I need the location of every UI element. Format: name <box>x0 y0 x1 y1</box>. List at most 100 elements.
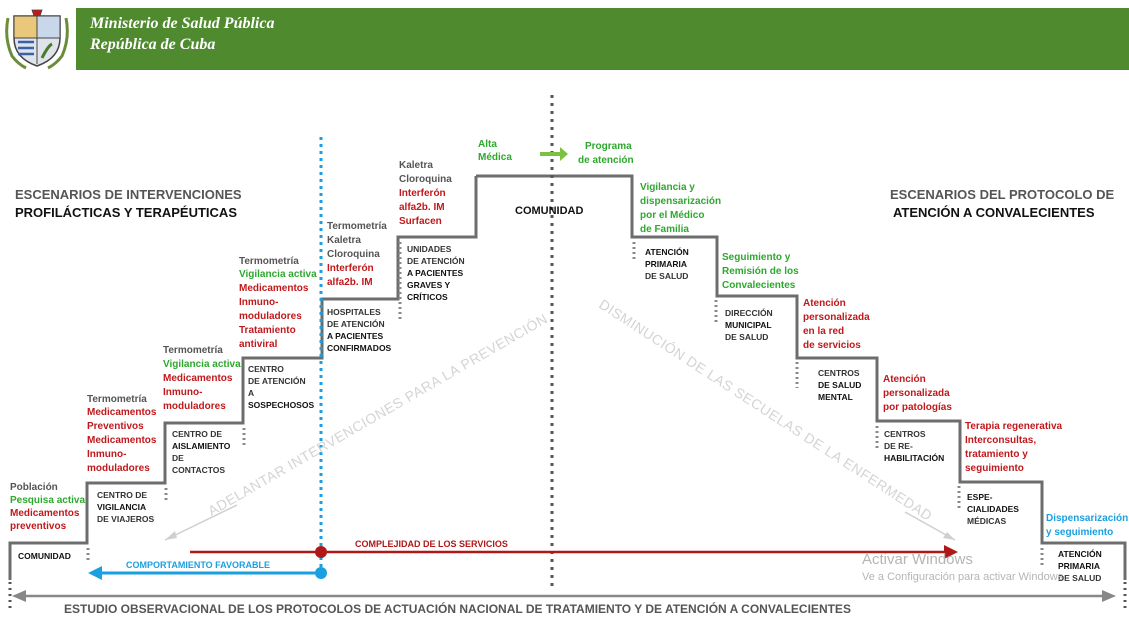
alta-line2: Médica <box>478 152 512 163</box>
rstep5-label-2: PRIMARIA <box>1058 561 1101 571</box>
rstep3-note-2: personalizada <box>883 388 950 399</box>
step3-label-2: DE ATENCIÓN <box>248 376 306 386</box>
step2-note-2: Vigilancia activa <box>163 359 241 370</box>
step0-note-3: Medicamentos <box>10 508 80 519</box>
step2-label-1: CENTRO DE <box>172 429 223 439</box>
step4-note-4: Interferón <box>327 263 374 274</box>
estudio-arrowhead-right <box>1102 590 1116 602</box>
step-dotted-ticks <box>86 242 1044 566</box>
step1-note-5: Inmuno- <box>87 449 127 460</box>
step5-label-3: A PACIENTES <box>407 268 464 278</box>
rstep1-label-2: MUNICIPAL <box>725 320 772 330</box>
step4-note-2: Kaletra <box>327 235 361 246</box>
step4-label-2: DE ATENCIÓN <box>327 319 385 329</box>
rstep3-note-3: por patologías <box>883 402 952 413</box>
left-staircase-line <box>8 176 478 580</box>
rstep4-label-3: MÉDICAS <box>967 516 1007 526</box>
rstep2-label-3: MENTAL <box>818 392 853 402</box>
rstep3-label-3: HABILITACIÓN <box>884 453 945 463</box>
rstep1-label-3: DE SALUD <box>725 332 769 342</box>
complejidad-label: COMPLEJIDAD DE LOS SERVICIOS <box>355 539 508 549</box>
step3-note-5: moduladores <box>239 311 302 322</box>
windows-activation-subtitle: Ve a Configuración para activar Windows. <box>862 571 1067 583</box>
step5-label-4: GRAVES Y <box>407 280 451 290</box>
step3-note-1: Termometría <box>239 256 299 267</box>
rstep1-note-3: Convalecientes <box>722 280 796 291</box>
rstep0-label-2: PRIMARIA <box>645 259 688 269</box>
step5-note-4: alfa2b. IM <box>399 202 445 213</box>
rstep5-note-1: Dispensarización <box>1046 513 1129 524</box>
step4-note-1: Termometría <box>327 221 387 232</box>
step1-note-6: moduladores <box>87 463 150 474</box>
rstep3-note-1: Atención <box>883 374 926 385</box>
rstep2-note-3: en la red <box>803 326 845 337</box>
step2-label-2: AISLAMIENTO <box>172 441 231 451</box>
rstep5-note-2: y seguimiento <box>1046 527 1114 538</box>
estudio-label: ESTUDIO OBSERVACIONAL DE LOS PROTOCOLOS … <box>64 602 851 616</box>
step5-note-1: Kaletra <box>399 160 433 171</box>
rstep1-note-2: Remisión de los <box>722 266 799 277</box>
step3-label-3: A <box>248 388 255 398</box>
step1-note-3: Preventivos <box>87 421 144 432</box>
header-subtitle: República de Cuba <box>90 36 216 53</box>
step3-note-7: antiviral <box>239 339 278 350</box>
rstep0-note-1: Vigilancia y <box>640 182 695 193</box>
header-bar <box>76 8 1129 70</box>
rstep0-note-3: por el Médico <box>640 210 705 221</box>
rstep2-note-4: de servicios <box>803 340 861 351</box>
rstep5-label-3: DE SALUD <box>1058 573 1102 583</box>
rstep1-label-1: DIRECCIÓN <box>725 308 773 318</box>
step2-note-1: Termometría <box>163 345 223 356</box>
rstep3-label-1: CENTROS <box>884 429 926 439</box>
step1-note-4: Medicamentos <box>87 435 157 446</box>
complejidad-arrowhead <box>944 545 958 559</box>
step3-note-2: Vigilancia activa <box>239 269 317 280</box>
programa-line2: de atención <box>578 155 634 166</box>
step3-note-6: Tratamiento <box>239 325 296 336</box>
step2-note-5: moduladores <box>163 401 226 412</box>
rstep5-label-1: ATENCIÓN <box>1058 549 1102 559</box>
programa-line1: Programa <box>585 141 632 152</box>
step1-label-1: CENTRO DE <box>97 490 148 500</box>
rstep0-label-1: ATENCIÓN <box>645 247 689 257</box>
step1-note-2: Medicamentos <box>87 407 157 418</box>
step1-label-3: DE VIAJEROS <box>97 514 155 524</box>
rstep4-note-3: tratamiento y <box>965 449 1028 460</box>
left-heading-line2: PROFILÁCTICAS Y TERAPÉUTICAS <box>15 205 237 220</box>
step0-note-4: preventivos <box>10 521 67 532</box>
rstep2-label-2: DE SALUD <box>818 380 862 390</box>
rstep4-note-1: Terapia regenerativa <box>965 421 1063 432</box>
windows-activation-title: Activar Windows <box>862 551 973 568</box>
rstep4-label-2: CIALIDADES <box>967 504 1019 514</box>
rstep4-label-1: ESPE- <box>967 492 993 502</box>
step3-label-4: SOSPECHOSOS <box>248 400 315 410</box>
alta-line1: Alta <box>478 139 497 150</box>
step2-label-3: DE <box>172 453 184 463</box>
estudio-arrowhead-left <box>12 590 26 602</box>
rstep0-label-3: DE SALUD <box>645 271 689 281</box>
header-title: Ministerio de Salud Pública <box>90 15 275 32</box>
step0-note-2: Pesquisa activa <box>10 495 86 506</box>
step5-note-3: Interferón <box>399 188 446 199</box>
left-diagonal-arrow <box>164 504 238 541</box>
alta-programa-arrow <box>540 147 568 161</box>
step2-label-4: CONTACTOS <box>172 465 226 475</box>
step3-label-1: CENTRO <box>248 364 284 374</box>
step4-note-5: alfa2b. IM <box>327 277 373 288</box>
rstep1-note-1: Seguimiento y <box>722 252 791 263</box>
step4-label-4: CONFIRMADOS <box>327 343 392 353</box>
rstep2-note-1: Atención <box>803 298 846 309</box>
step5-label-1: UNIDADES <box>407 244 452 254</box>
comportamiento-arrowhead <box>88 566 102 580</box>
coat-of-arms-icon <box>4 8 70 70</box>
step3-note-4: Inmuno- <box>239 297 279 308</box>
comportamiento-label: COMPORTAMIENTO FAVORABLE <box>126 560 270 570</box>
step0-label: COMUNIDAD <box>18 551 71 561</box>
step0-note-1: Población <box>10 482 58 493</box>
rstep0-note-2: dispensarización <box>640 196 722 207</box>
step2-note-3: Medicamentos <box>163 373 233 384</box>
step4-note-3: Cloroquina <box>327 249 380 260</box>
rstep4-note-4: seguimiento <box>965 463 1024 474</box>
top-comunidad-label: COMUNIDAD <box>515 205 584 217</box>
